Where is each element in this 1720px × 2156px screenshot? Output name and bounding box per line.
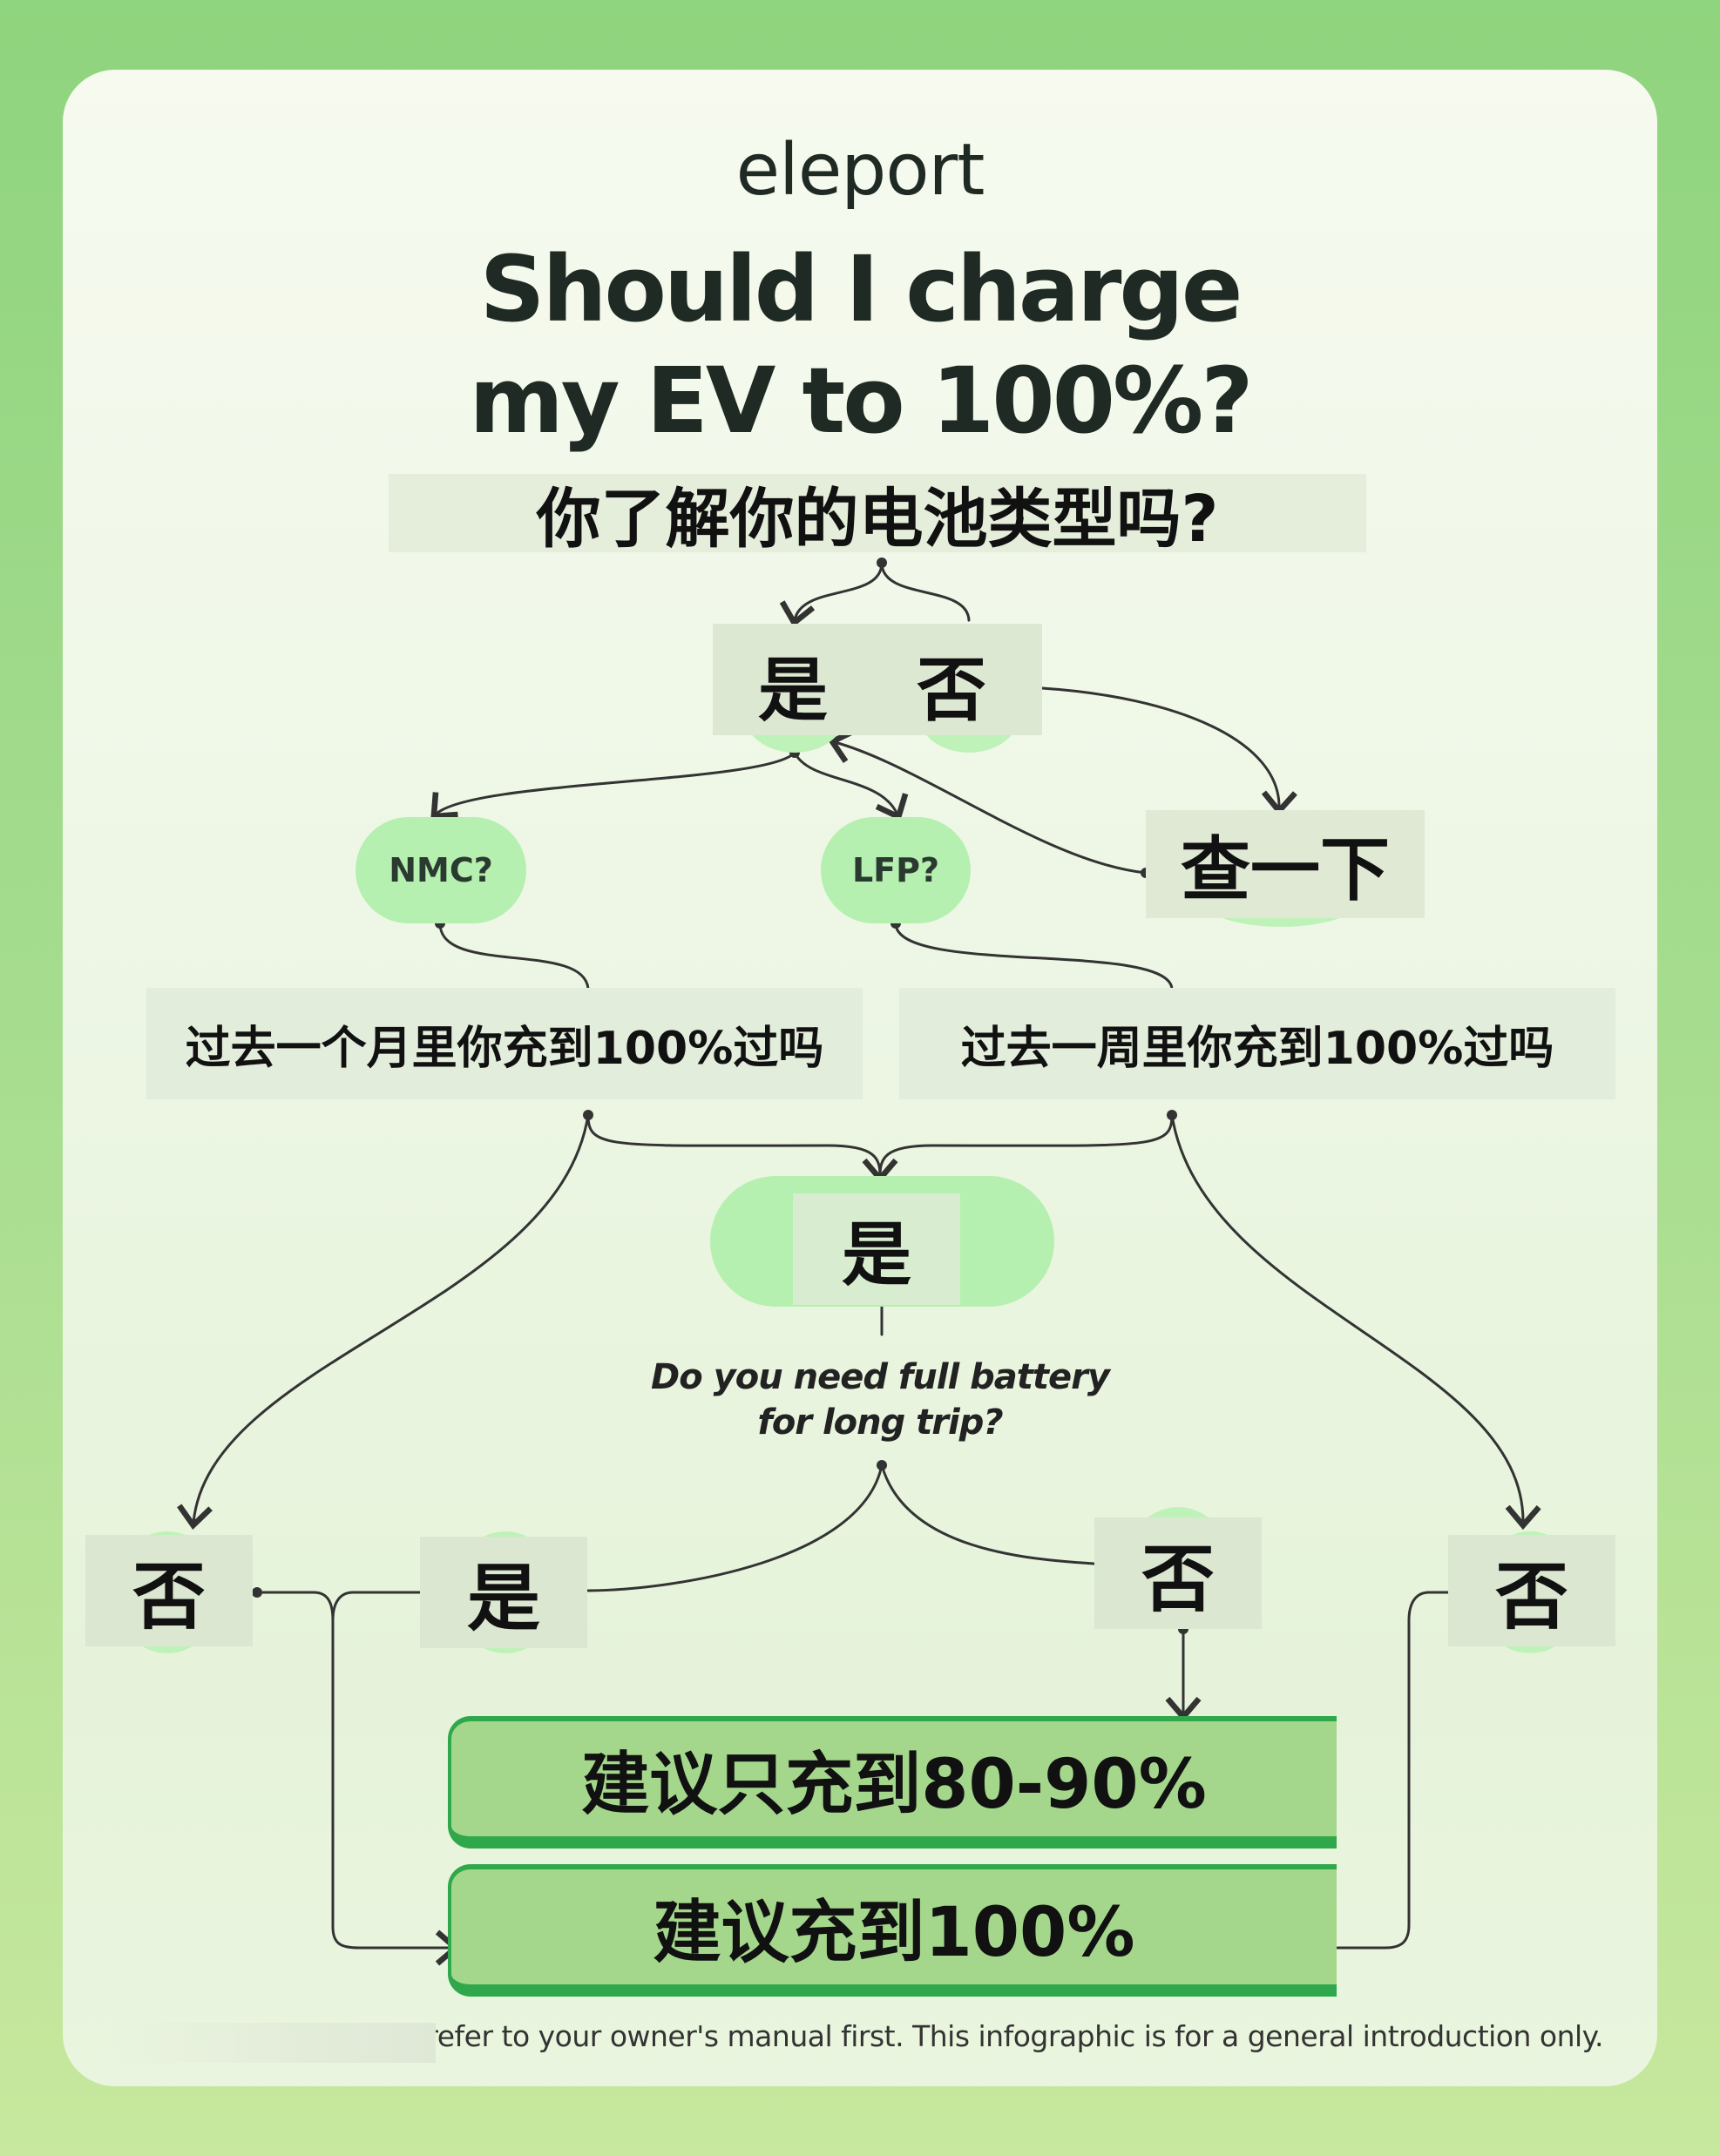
brand-logo: eleport [735, 128, 985, 212]
connector-nmc-to-question [438, 922, 590, 990]
connector-nmcq-to-no [177, 1113, 590, 1531]
connector-lfpq-to-yes [878, 1113, 1174, 1178]
title-line-2: my EV to 100%? [469, 348, 1253, 454]
long-trip-line-1: Do you need full battery [651, 1357, 1110, 1397]
dot-nmcq [583, 1110, 593, 1120]
connector-lfp-to-question [894, 922, 1174, 990]
connector-lfpq-to-no [1170, 1113, 1541, 1531]
dot-longtrip [877, 1460, 887, 1470]
footer-disclaimer: ays refer to your owner's manual first. … [369, 2019, 1604, 2053]
connector-nmcq-to-yes [586, 1113, 898, 1184]
dot-question [877, 558, 887, 568]
no-left-label: 否 [85, 1535, 253, 1646]
connector-yesleft-to-trunk [331, 1591, 422, 1622]
nmc-node: NMC? [356, 817, 526, 923]
connector-no-to-check [1040, 686, 1297, 816]
no-mid-label: 否 [1094, 1517, 1262, 1629]
dot-no-left [252, 1587, 262, 1598]
yes-no-box: 是 否 [713, 624, 1042, 735]
footer-faded-edge [113, 2023, 436, 2063]
result-full-charge: 建议充到100% [448, 1864, 1337, 1997]
answer-no: 否 [917, 650, 986, 731]
lfp-node: LFP? [821, 817, 971, 923]
result-partial-charge: 建议只充到80-90% [448, 1716, 1337, 1848]
connector-longtrip-to-no [880, 1463, 1095, 1565]
long-trip-question: Do you need full battery for long trip? [610, 1355, 1150, 1445]
long-trip-line-2: for long trip? [757, 1402, 1003, 1443]
yes-center-label: 是 [793, 1193, 960, 1305]
page-title: Should I charge my EV to 100%? [337, 233, 1383, 456]
connector-right-to-full [1336, 1591, 1450, 1950]
connector-check-to-yes [828, 728, 1148, 875]
answer-yes: 是 [758, 650, 828, 731]
connector-yes-to-lfp [793, 751, 909, 821]
yes-left-label: 是 [420, 1537, 587, 1648]
nmc-month-question: 过去一个月里你充到100%过吗 [146, 988, 863, 1099]
check-node: 查一下 [1146, 810, 1425, 918]
title-line-1: Should I charge [479, 236, 1243, 342]
connector-yes-to-nmc [430, 751, 796, 820]
connector-left-to-full [255, 1591, 461, 1966]
no-right-label: 否 [1448, 1535, 1615, 1646]
connector-longtrip-to-yes [586, 1463, 884, 1592]
connector-question-to-yes [779, 561, 884, 627]
lfp-week-question: 过去一周里你充到100%过吗 [899, 988, 1615, 1099]
dot-lfpq [1167, 1110, 1177, 1120]
connector-question-to-no [880, 561, 971, 622]
battery-type-question: 你了解你的电池类型吗? [389, 474, 1366, 557]
